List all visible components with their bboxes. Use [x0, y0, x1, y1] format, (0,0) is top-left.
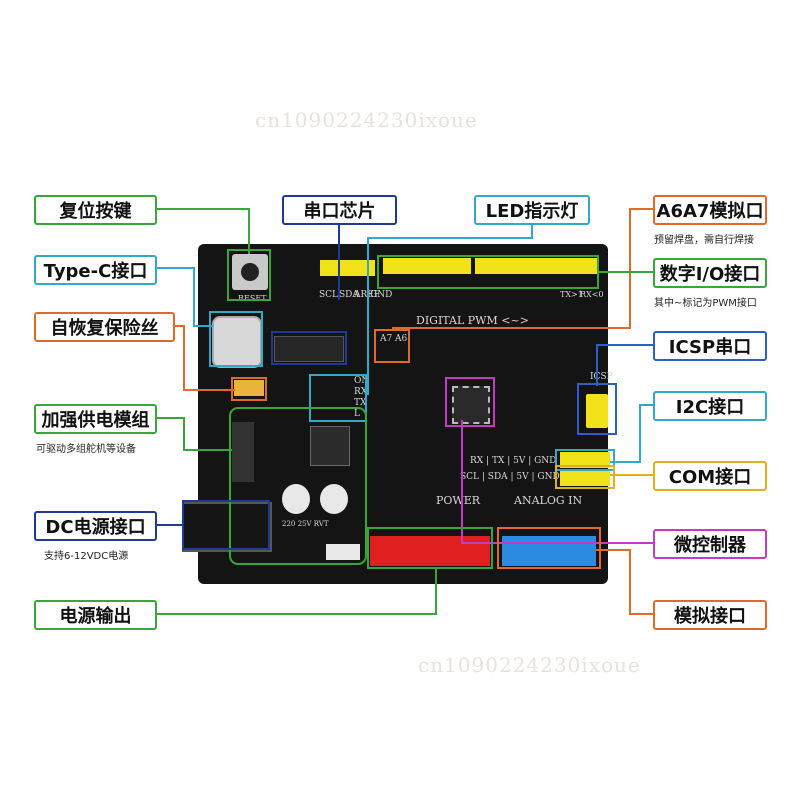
a7-label: A7: [380, 334, 393, 344]
led-callout: LED指示灯: [474, 195, 590, 225]
power-header: [370, 536, 490, 566]
serial-chip-callout: 串口芯片: [282, 195, 397, 225]
icsp-callout: ICSP串口: [653, 331, 767, 361]
led-tx-label: TX: [354, 398, 367, 408]
icsp-label: ICSP: [590, 372, 613, 382]
a6a7-note: 预留焊盘，需自行焊接: [654, 235, 754, 246]
a6a7-callout: A6A7模拟口: [653, 195, 767, 225]
reset-button-callout: 复位按键: [34, 195, 157, 225]
regulator: [232, 422, 254, 482]
scl-label: SCL: [319, 290, 339, 300]
tx1-label: TX>1: [560, 290, 583, 299]
digital-header-a: [383, 258, 471, 274]
analog-in-label: ANALOG IN: [514, 494, 583, 507]
power-out-callout: 电源输出: [34, 600, 157, 630]
com-callout: COM接口: [653, 461, 767, 491]
power-label: POWER: [436, 494, 481, 507]
top-left-header: [320, 260, 375, 276]
power-module-note: 可驱动多组舵机等设备: [36, 444, 136, 455]
uart-rail-header: [560, 452, 610, 468]
analog-header: [502, 536, 596, 566]
uart-rail-label: RX | TX | 5V | GND: [470, 456, 557, 466]
digital-header-b: [475, 258, 597, 274]
digital-pwm-label: DIGITAL PWM <~>: [416, 314, 529, 327]
analog-callout: 模拟接口: [653, 600, 767, 630]
power-module-callout: 加强供电模组: [34, 404, 157, 434]
inductor: [310, 426, 350, 466]
i2c-callout: I2C接口: [653, 391, 767, 421]
icsp-header: [586, 394, 608, 428]
cap-label: 220 25V RVT: [282, 520, 329, 528]
type-c-callout: Type-C接口: [34, 255, 157, 285]
gnd-label: GND: [370, 290, 393, 300]
led-rx-label: RX: [354, 387, 368, 397]
a6-label: A6: [395, 334, 408, 344]
capacitor: [320, 484, 348, 514]
reset-label: RESET: [238, 294, 267, 303]
i2c-rail-header: [560, 470, 610, 486]
led-l-label: L: [354, 409, 360, 419]
led-on-label: ON: [354, 376, 370, 386]
serial-chip: [274, 336, 344, 362]
microcontroller-chip: [452, 386, 490, 424]
mcu-callout: 微控制器: [653, 529, 767, 559]
rx0-label: RX<0: [580, 290, 604, 299]
diode: [326, 544, 360, 560]
dc-jack-callout: DC电源接口: [34, 511, 157, 541]
watermark: cn1090224230ixoue: [255, 108, 478, 132]
i2c-rail-label: SCL | SDA | 5V | GND: [460, 472, 560, 482]
digital-io-note: 其中~标记为PWM接口: [654, 298, 757, 309]
dc-jack: [182, 502, 272, 552]
fuse: [234, 380, 264, 396]
dc-jack-note: 支持6-12VDC电源: [44, 551, 129, 562]
capacitor: [282, 484, 310, 514]
sda-label: SDA: [339, 290, 359, 300]
digital-io-callout: 数字I/O接口: [653, 258, 767, 288]
reset-button[interactable]: [232, 254, 268, 290]
watermark: cn1090224230ixoue: [418, 653, 641, 677]
fuse-callout: 自恢复保险丝: [34, 312, 175, 342]
dc-jack-outline: [182, 500, 270, 550]
